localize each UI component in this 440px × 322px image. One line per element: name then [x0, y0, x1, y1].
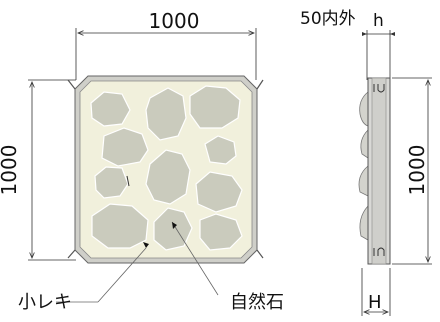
stone — [189, 85, 241, 129]
corner-hook-bottom-right — [256, 249, 264, 259]
stone — [145, 149, 191, 205]
natural-stone-label: 自然石 — [230, 292, 284, 313]
front-view: 1000 1000 — [0, 9, 264, 264]
gravel-mark — [126, 175, 130, 187]
stone — [91, 203, 149, 249]
side-view: 50内外 h 1000 H — [300, 9, 432, 316]
side-top-h-symbol: h — [373, 11, 384, 31]
side-bump — [359, 204, 369, 241]
side-height-label: 1000 — [405, 145, 429, 196]
side-bottom-H-symbol: H — [368, 292, 382, 313]
stone — [145, 87, 187, 141]
corner-hook-bottom-left — [67, 249, 76, 259]
side-bump — [358, 165, 369, 197]
stone — [195, 171, 243, 213]
side-panel-core — [371, 77, 387, 265]
side-hook-top — [377, 84, 385, 93]
side-bump — [360, 129, 369, 159]
corner-hook-top-left — [67, 79, 76, 90]
stone — [94, 166, 129, 199]
stone — [101, 127, 149, 167]
side-bump — [359, 91, 369, 127]
natural-stone-leader — [171, 221, 219, 296]
side-hook-bottom — [377, 247, 385, 256]
side-top-label: 50内外 — [300, 9, 356, 29]
thickness-arrow-left — [362, 32, 367, 36]
side-stone-bumps — [358, 91, 369, 241]
small-gravel-arrowhead — [143, 242, 149, 248]
height-dimension-label: 1000 — [0, 145, 21, 196]
stone — [199, 213, 243, 251]
small-gravel-label: 小レキ — [18, 292, 72, 313]
stone — [204, 135, 237, 165]
corner-hook-top-right — [256, 79, 264, 90]
thickness-arrow-right — [390, 32, 395, 36]
natural-stones — [90, 85, 243, 251]
width-dimension-label: 1000 — [149, 9, 200, 33]
annotations: 小レキ 自然石 — [18, 221, 284, 313]
small-gravel-leader — [97, 247, 147, 303]
stone — [90, 91, 131, 127]
natural-stone-arrowhead — [172, 222, 177, 229]
